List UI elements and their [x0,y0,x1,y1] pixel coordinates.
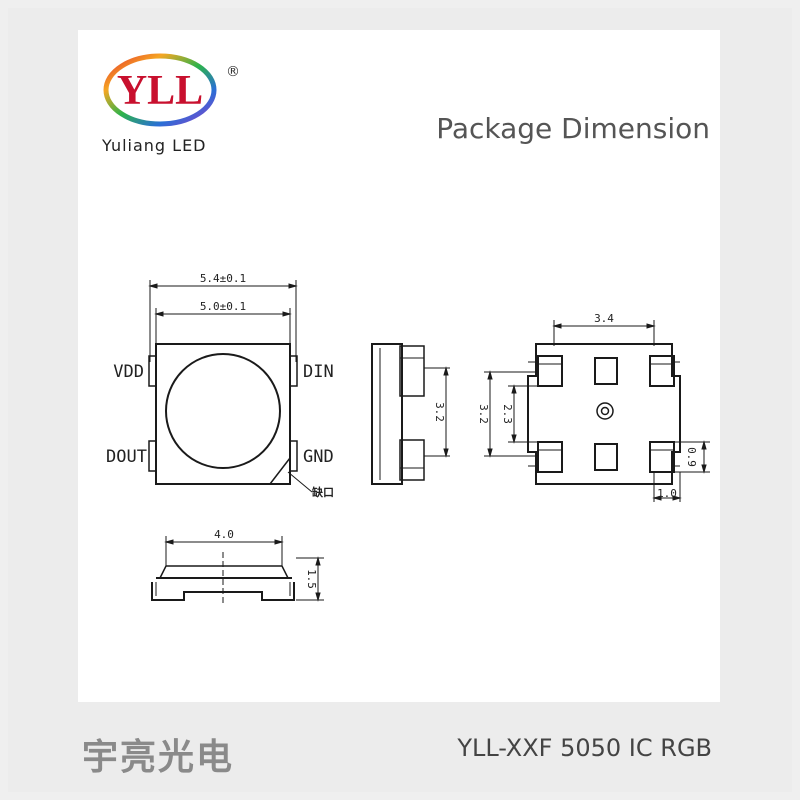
logo-company-name: Yuliang LED [102,136,207,155]
profile-view-height-label: 1.5 [305,569,318,589]
pin-label-gnd: GND [303,447,334,467]
bottom-view [484,320,710,502]
top-view-inner-width-label: 5.0±0.1 [200,300,246,313]
registered-mark: ® [226,64,240,80]
top-view-outer-width-label: 5.4±0.1 [200,272,246,285]
yll-logo-icon: YLL ® [103,53,240,127]
bottom-view-outer-height-label: 3.2 [477,404,490,424]
bottom-view-pad-span-label: 3.4 [594,312,614,325]
datasheet-card [78,30,720,702]
bottom-view-pad-height-label: 0.9 [685,447,698,467]
pin-label-din: DIN [303,362,334,382]
bottom-view-pad-width-label: 1.0 [657,487,677,500]
notch-label: 缺口 [311,485,334,499]
bottom-view-inner-height-label: 2.3 [501,404,514,424]
pin-label-dout: DOUT [106,447,147,467]
top-view [148,280,313,493]
side-view [371,343,450,485]
footer-brand-chinese: 宇亮光电 [82,736,235,778]
logo-mark: YLL [117,68,203,114]
profile-view [151,536,324,606]
footer-product-name: YLL-XXF 5050 IC RGB [457,734,712,762]
pin-label-vdd: VDD [113,362,144,382]
page-title: Package Dimension [436,112,710,145]
profile-view-width-label: 4.0 [214,528,234,541]
side-view-height-label: 3.2 [433,402,446,422]
